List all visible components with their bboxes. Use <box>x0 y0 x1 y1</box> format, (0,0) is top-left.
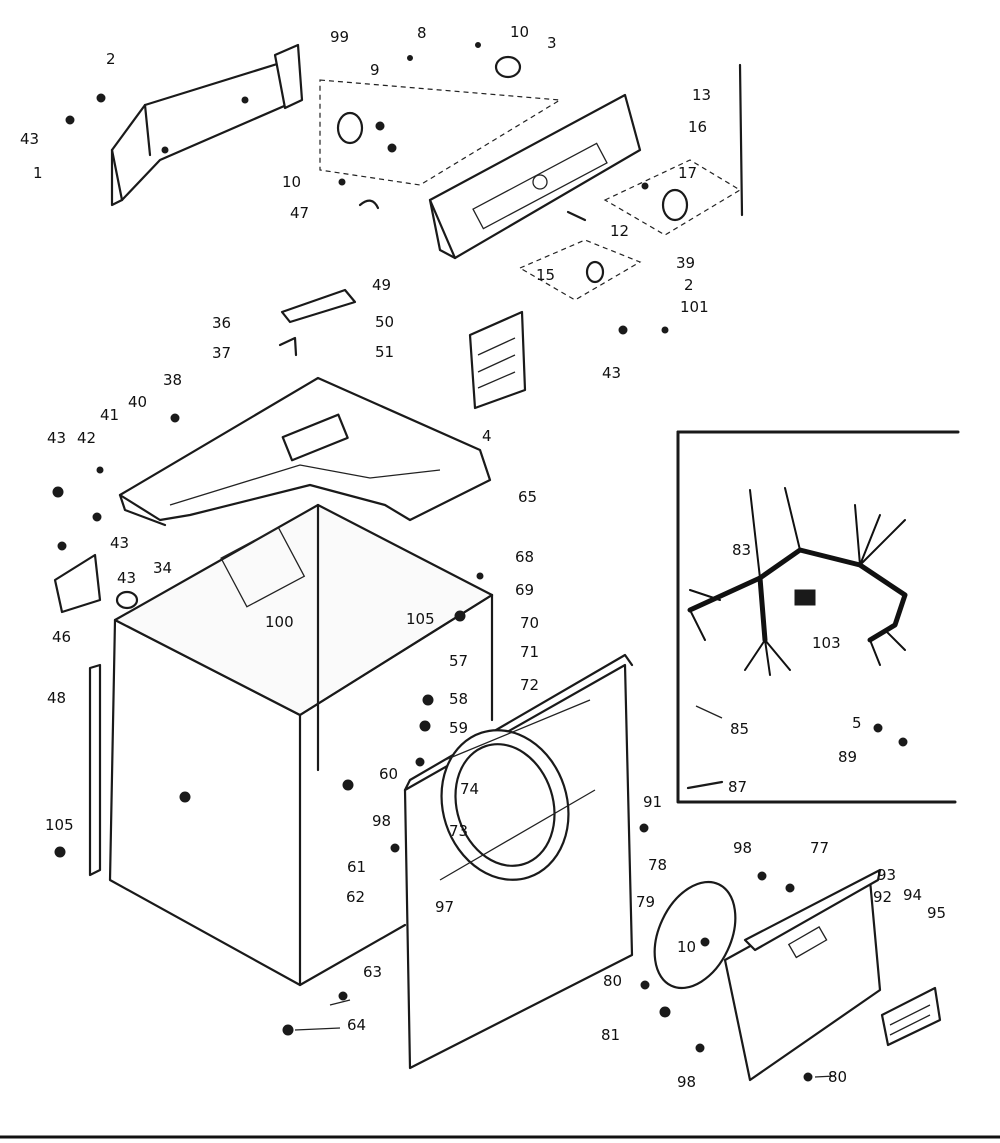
callout-105: 105 <box>45 816 74 834</box>
callout-99: 99 <box>330 28 349 46</box>
callout-98: 98 <box>677 1073 696 1091</box>
callout-91: 91 <box>643 793 662 811</box>
callout-78: 78 <box>648 856 667 874</box>
callout-73: 73 <box>449 822 468 840</box>
callout-46: 46 <box>52 628 71 646</box>
callout-2: 2 <box>684 276 694 294</box>
callout-93: 93 <box>877 866 896 884</box>
callout-80: 80 <box>828 1068 847 1086</box>
callout-79: 79 <box>636 893 655 911</box>
callout-39: 39 <box>676 254 695 272</box>
callout-40: 40 <box>128 393 147 411</box>
callout-81: 81 <box>601 1026 620 1044</box>
callout-2: 2 <box>106 50 116 68</box>
callout-98: 98 <box>372 812 391 830</box>
callout-68: 68 <box>515 548 534 566</box>
callout-95: 95 <box>927 904 946 922</box>
side-bracket <box>53 553 139 614</box>
callout-63: 63 <box>363 963 382 981</box>
callout-5: 5 <box>852 714 862 732</box>
callout-34: 34 <box>153 559 172 577</box>
callout-70: 70 <box>520 614 539 632</box>
callout-43: 43 <box>602 364 621 382</box>
callout-38: 38 <box>163 371 182 389</box>
callout-97: 97 <box>435 898 454 916</box>
callout-74: 74 <box>460 780 479 798</box>
callout-83: 83 <box>732 541 751 559</box>
callout-51: 51 <box>375 343 394 361</box>
callout-3: 3 <box>547 34 557 52</box>
callout-71: 71 <box>520 643 539 661</box>
callout-59: 59 <box>449 719 468 737</box>
callout-77: 77 <box>810 839 829 857</box>
callout-101: 101 <box>680 298 709 316</box>
callout-85: 85 <box>730 720 749 738</box>
callout-61: 61 <box>347 858 366 876</box>
callout-10: 10 <box>510 23 529 41</box>
callout-80: 80 <box>603 972 622 990</box>
callout-105: 105 <box>406 610 435 628</box>
hardware-fasteners <box>52 42 908 1082</box>
callout-58: 58 <box>449 690 468 708</box>
callout-15: 15 <box>536 266 555 284</box>
callout-4: 4 <box>482 427 492 445</box>
callout-41: 41 <box>100 406 119 424</box>
callout-12: 12 <box>610 222 629 240</box>
callout-98: 98 <box>733 839 752 857</box>
access-panel <box>468 310 527 410</box>
callout-60: 60 <box>379 765 398 783</box>
callout-89: 89 <box>838 748 857 766</box>
callout-100: 100 <box>265 613 294 631</box>
callout-43: 43 <box>117 569 136 587</box>
callout-16: 16 <box>688 118 707 136</box>
callout-87: 87 <box>728 778 747 796</box>
callout-42: 42 <box>77 429 96 447</box>
callout-labels: 1 2 43 99 8 9 10 3 13 16 17 10 47 12 15 … <box>20 23 946 1091</box>
door-glass <box>653 880 737 990</box>
callout-36: 36 <box>212 314 231 332</box>
callout-43: 43 <box>110 534 129 552</box>
cabinet <box>88 503 494 987</box>
callout-69: 69 <box>515 581 534 599</box>
callout-10: 10 <box>677 938 696 956</box>
switch-group <box>518 210 642 301</box>
callout-65: 65 <box>518 488 537 506</box>
callout-43: 43 <box>20 130 39 148</box>
callout-47: 47 <box>290 204 309 222</box>
callout-13: 13 <box>692 86 711 104</box>
callout-103: 103 <box>812 634 841 652</box>
callout-49: 49 <box>372 276 391 294</box>
wiring-harness-inset <box>676 430 960 804</box>
door-assembly <box>723 868 942 1082</box>
callout-48: 48 <box>47 689 66 707</box>
control-console <box>428 93 642 260</box>
callout-92: 92 <box>873 888 892 906</box>
callout-50: 50 <box>375 313 394 331</box>
control-knobs-group <box>319 55 562 210</box>
callout-10: 10 <box>282 173 301 191</box>
callout-43: 43 <box>47 429 66 447</box>
front-panel <box>403 653 634 1070</box>
callout-64: 64 <box>347 1016 366 1034</box>
top-panel <box>118 376 492 527</box>
callout-1: 1 <box>33 164 43 182</box>
lid-switch-cover <box>278 288 357 357</box>
callout-62: 62 <box>346 888 365 906</box>
timer-dial-group <box>603 63 744 236</box>
callout-9: 9 <box>370 61 380 79</box>
callout-17: 17 <box>678 164 697 182</box>
top-support-bracket <box>110 43 304 207</box>
callout-37: 37 <box>212 344 231 362</box>
callout-8: 8 <box>417 24 427 42</box>
callout-94: 94 <box>903 886 922 904</box>
callout-72: 72 <box>520 676 539 694</box>
callout-57: 57 <box>449 652 468 670</box>
